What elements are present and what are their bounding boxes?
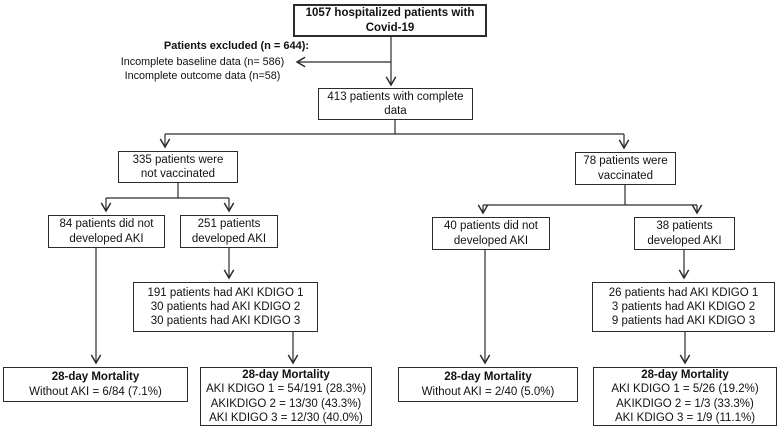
- box-text-line: Covid-19: [365, 21, 415, 34]
- excluded-line: Incomplete outcome data (n=58): [124, 70, 281, 83]
- box-text-line: developed AKI: [69, 232, 144, 245]
- box-text-line: 40 patients did not: [444, 220, 538, 233]
- box-text-line: developed AKI: [453, 234, 529, 247]
- excluded-line: Incomplete baseline data (n= 586): [120, 56, 285, 68]
- mortality-heading: 28-day Mortality: [444, 371, 532, 384]
- box-unvaccinated-aki: 251 patients developed AKI: [180, 215, 278, 248]
- box-complete-data: 413 patients with complete data: [318, 88, 473, 120]
- box-text-line: 413 patients with complete: [327, 90, 464, 103]
- box-text-line: AKIKDIGO 2 = 13/30 (43.3%): [210, 397, 362, 410]
- box-text-line: 78 patients were: [583, 155, 668, 168]
- box-text-line: developed AKI: [191, 232, 267, 245]
- box-unvaccinated-kdigo: 191 patients had AKI KDIGO 1 30 patients…: [133, 282, 318, 332]
- box-text-line: developed AKI: [647, 234, 722, 247]
- box-vaccinated-no-aki: 40 patients did not developed AKI: [432, 217, 550, 250]
- box-text-line: 335 patients were: [132, 153, 224, 166]
- box-text-line: 30 patients had AKI KDIGO 2: [150, 300, 301, 313]
- box-text-line: 1057 hospitalized patients with: [305, 7, 475, 20]
- box-text-line: AKI KDIGO 3 = 12/30 (40.0%): [209, 411, 363, 424]
- box-text-line: 9 patients had AKI KDIGO 3: [611, 315, 756, 327]
- box-unvaccinated-no-aki: 84 patients did not developed AKI: [48, 215, 165, 248]
- box-text-line: 38 patients: [656, 220, 713, 233]
- box-text-line: AKI KDIGO 1 = 54/191 (28.3%): [205, 383, 367, 396]
- box-text-line: Without AKI = 6/84 (7.1%): [29, 385, 162, 398]
- mortality-heading: 28-day Mortality: [242, 369, 330, 382]
- box-vaccinated: 78 patients were vaccinated: [575, 152, 676, 185]
- box-text-line: AKI KDIGO 1 = 5/26 (19.2%): [611, 383, 759, 396]
- box-text-line: 251 patients: [197, 218, 261, 231]
- box-text-line: data: [384, 105, 407, 117]
- box-text-line: Without AKI = 2/40 (5.0%): [421, 385, 555, 398]
- mortality-heading: 28-day Mortality: [641, 369, 729, 382]
- box-text-line: AKIKDIGO 2 = 1/3 (33.3%): [616, 397, 754, 410]
- box-total-patients: 1057 hospitalized patients with Covid-19: [293, 4, 487, 37]
- box-mortality-vaccinated-aki: 28-day Mortality AKI KDIGO 1 = 5/26 (19.…: [593, 367, 777, 426]
- box-text-line: 3 patients had AKI KDIGO 2: [611, 300, 756, 313]
- box-text-line: 84 patients did not: [59, 218, 154, 231]
- excluded-heading: Patients excluded (n = 644):: [163, 40, 310, 52]
- box-not-vaccinated: 335 patients were not vaccinated: [118, 151, 238, 183]
- excluded-details: Incomplete baseline data (n= 586) Incomp…: [100, 55, 305, 84]
- box-text-line: 191 patients had AKI KDIGO 1: [147, 286, 304, 299]
- box-vaccinated-kdigo: 26 patients had AKI KDIGO 1 3 patients h…: [592, 282, 775, 332]
- mortality-heading: 28-day Mortality: [51, 371, 140, 384]
- box-text-line: vaccinated: [598, 169, 653, 182]
- box-vaccinated-aki: 38 patients developed AKI: [634, 217, 735, 250]
- box-text-line: 26 patients had AKI KDIGO 1: [608, 286, 759, 299]
- box-mortality-unvaccinated-aki: 28-day Mortality AKI KDIGO 1 = 54/191 (2…: [200, 367, 372, 426]
- box-text-line: AKI KDIGO 3 = 1/9 (11.1%): [614, 411, 756, 424]
- box-text-line: not vaccinated: [140, 168, 216, 180]
- box-mortality-unvaccinated-no-aki: 28-day Mortality Without AKI = 6/84 (7.1…: [3, 367, 188, 402]
- box-text-line: 30 patients had AKI KDIGO 3: [150, 315, 301, 327]
- box-mortality-vaccinated-no-aki: 28-day Mortality Without AKI = 2/40 (5.0…: [398, 367, 578, 402]
